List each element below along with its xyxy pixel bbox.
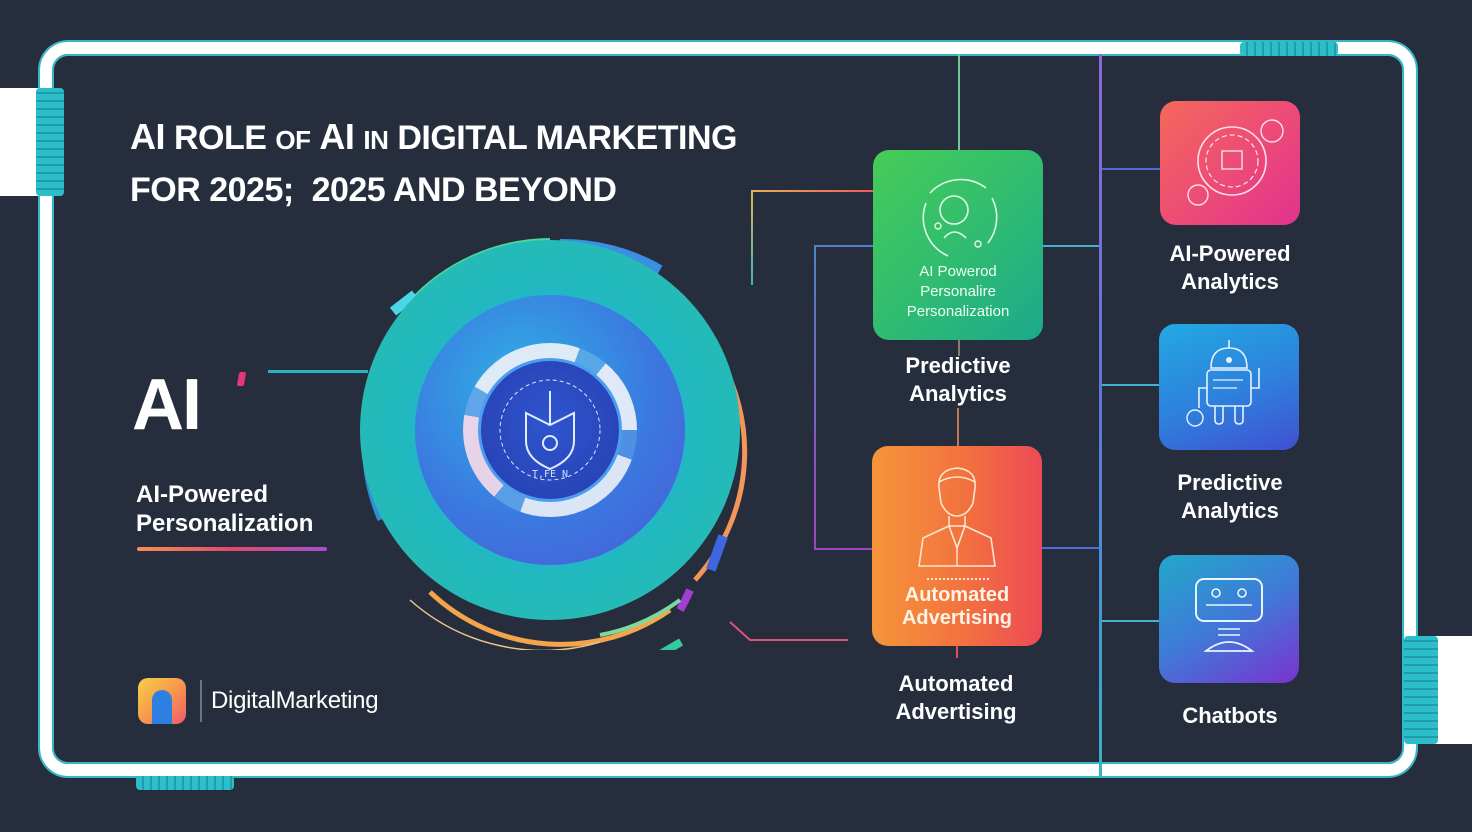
connector-line [814,245,816,549]
chatbot-monitor-icon [1195,578,1263,652]
card-chatbots[interactable] [1159,555,1299,683]
connector-line [958,54,960,150]
label-chatbots: Chatbots [1182,703,1278,728]
frame-right-clip [1404,636,1438,744]
orb-core: T,FE N [478,358,622,502]
connector-line [751,190,873,192]
outer-frame [40,42,1416,776]
brand-name: DigitalMarketing [211,687,379,714]
frame-right-block [1432,636,1472,744]
connector-line [1102,620,1160,622]
frame-left-block [0,88,40,196]
connector-line [1102,168,1160,170]
divider-dots [927,578,989,581]
brand-divider [200,680,202,722]
card-ai-personalization[interactable]: AI Powerod Personalire Personalization [873,150,1043,340]
person-bust-icon [918,467,996,567]
connector-line [814,548,874,550]
connector-line [814,245,874,247]
orb-core-text: T,FE N [531,469,569,480]
label-predictive-analytics-right: Predictive Analytics [1177,470,1283,523]
ai-connector-line [268,370,368,373]
subtitle-underline [137,547,327,551]
label-automated-advertising: Automated Advertising [895,671,1017,724]
analytics-dial-icon [1187,119,1284,206]
ai-orb: T,FE N [350,230,770,650]
connector-line [1042,547,1100,549]
connector-line [1102,384,1160,386]
frame-top-clip [1240,42,1338,56]
connector-line [958,338,960,356]
label-predictive-analytics: Predictive Analytics [905,353,1011,406]
connector-line [1042,245,1100,247]
card-caption: Automated Advertising [901,584,1013,629]
card-predictive-analytics[interactable] [1159,324,1299,450]
ai-heading: AI [132,365,202,445]
title-line-1: AI ROLE OF AI IN DIGITAL MARKETING [130,116,737,157]
connector-line [751,190,753,285]
brand-logo-icon [138,678,186,724]
connector-line [956,646,958,658]
label-ai-powered-analytics: AI-Powered Analytics [1169,241,1291,294]
left-subtitle: AI-Powered Personalization [136,481,314,537]
card-automated-advertising[interactable]: Automated Advertising [872,446,1042,646]
shield-icon [499,379,601,481]
card-caption: AI Powerod Personalire Personalization [906,263,1010,320]
robot-icon [1186,340,1260,427]
connector-line [957,408,959,446]
connector-line [729,621,848,641]
frame-left-clip [36,88,64,196]
page-title: AI ROLE OF AI IN DIGITAL MARKETING FOR 2… [130,112,810,215]
brand-logo-lockup: DigitalMarketing [138,678,379,724]
persona-dial-icon [922,178,998,257]
title-line-2: FOR 2025; 2025 AND BEYOND [130,171,617,209]
vertical-trunk-line [1099,54,1102,776]
frame-bottom-clip [136,776,234,790]
card-ai-powered-analytics[interactable] [1160,101,1300,225]
